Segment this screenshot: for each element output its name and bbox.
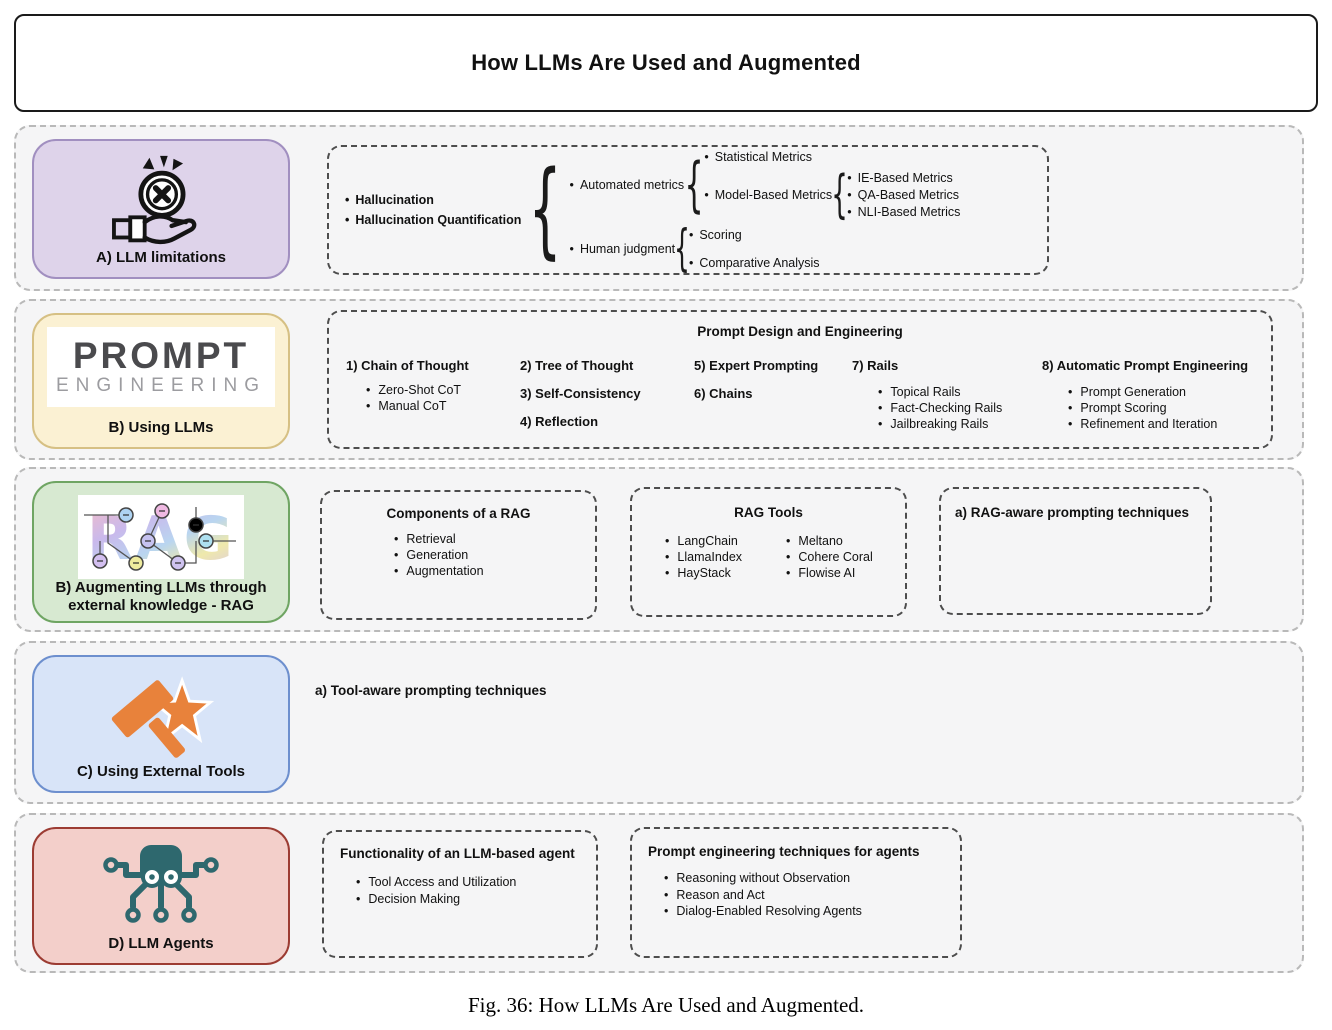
tree-item: QA-Based Metrics (847, 187, 960, 203)
tree-item: Hallucination Quantification (345, 212, 521, 228)
rag-logo-art: RAG (84, 503, 236, 574)
rails-column: 7) Rails Topical Rails Fact-Checking Rai… (852, 358, 1002, 432)
list-item: Reason and Act (664, 887, 960, 904)
hallucination-tree-box: Hallucination Hallucination Quantificati… (327, 145, 1049, 275)
list-item: Augmentation (394, 563, 595, 579)
logo-text-prompt: PROMPT (72, 335, 250, 376)
tree-item: Hallucination (345, 192, 521, 208)
box-title: Prompt engineering techniques for agents (648, 844, 920, 859)
rag-card: RAG B) Augmenting LLMs through external (32, 481, 290, 623)
prompt-engineering-logo: PROMPT ENGINEERING (47, 327, 275, 407)
box-title: Components of a RAG (386, 506, 531, 521)
brace-connector (831, 172, 848, 219)
tree-item: Statistical Metrics (704, 149, 960, 165)
prompt-design-box: Prompt Design and Engineering 1) Chain o… (327, 310, 1273, 449)
human-branch: Human judgment Scoring Comparative Analy… (570, 226, 961, 271)
section-using-llms: PROMPT ENGINEERING B) Using LLMs Prompt … (14, 299, 1304, 460)
tree-item: Comparative Analysis (689, 255, 819, 271)
expert-prompting-column: 5) Expert Prompting 6) Chains (694, 358, 818, 414)
agent-prompting-box: Prompt engineering techniques for agents… (630, 827, 962, 958)
tool-aware-note: a) Tool-aware prompting techniques (315, 683, 547, 698)
brace-connector (685, 158, 704, 212)
llm-agents-label: D) LLM Agents (108, 935, 214, 952)
model-based-branch: Model-Based Metrics IE-Based Metrics QA-… (704, 170, 961, 220)
section-llm-limitations: A) LLM limitations Hallucination Halluci… (14, 125, 1304, 291)
column-title: 2) Tree of Thought (520, 358, 634, 373)
list-item: Cohere Coral (786, 549, 872, 565)
list-item: Dialog-Enabled Resolving Agents (664, 903, 960, 920)
list-item: Fact-Checking Rails (878, 400, 1002, 416)
figure-title-box: How LLMs Are Used and Augmented (14, 14, 1318, 112)
list-item: Zero-Shot CoT (366, 382, 469, 398)
column-title: 8) Automatic Prompt Engineering (1042, 358, 1249, 373)
figure-title: How LLMs Are Used and Augmented (471, 50, 861, 75)
list-item: Decision Making (356, 891, 596, 908)
tree-item: Scoring (689, 227, 820, 243)
figure-caption: Fig. 36: How LLMs Are Used and Augmented… (467, 993, 865, 1017)
column-title: 3) Self-Consistency (520, 386, 641, 401)
list-item: LlamaIndex (665, 549, 742, 565)
root-bullets: Hallucination Hallucination Quantificati… (345, 192, 521, 228)
list-item: HayStack (665, 565, 742, 581)
prompt-design-title: Prompt Design and Engineering (697, 324, 903, 339)
automated-branch: Automated metrics Statistical Metrics Mo… (570, 149, 961, 220)
tree-item: Model-Based Metrics (704, 187, 832, 203)
brace-connector (529, 163, 562, 257)
external-tools-label: C) Using External Tools (76, 763, 246, 780)
rag-tools-box: RAG Tools LangChain LlamaIndex HayStack … (630, 487, 907, 617)
limitations-label: A) LLM limitations (96, 249, 226, 266)
list-item: Jailbreaking Rails (878, 416, 1002, 432)
column-title: 4) Reflection (520, 414, 599, 429)
using-llms-card: PROMPT ENGINEERING B) Using LLMs (32, 313, 290, 449)
tree-item: Human judgment (570, 241, 675, 257)
list-item: Reasoning without Observation (664, 870, 960, 887)
thought-methods-column: 2) Tree of Thought 3) Self-Consistency 4… (520, 358, 641, 442)
box-title: a) RAG-aware prompting techniques (955, 505, 1190, 520)
column-title: 6) Chains (694, 386, 753, 401)
tree-item: IE-Based Metrics (847, 170, 960, 186)
list-item: Prompt Generation (1068, 384, 1248, 400)
chain-of-thought-column: 1) Chain of Thought Zero-Shot CoT Manual… (346, 358, 469, 414)
section-llm-agents: D) LLM Agents Functionality of an LLM-ba… (14, 813, 1304, 973)
list-item: Flowise AI (786, 565, 873, 581)
section-external-tools: C) Using External Tools a) Tool-aware pr… (14, 641, 1304, 804)
external-tools-card: C) Using External Tools (32, 655, 290, 793)
limitations-card: A) LLM limitations (32, 139, 290, 279)
list-item: Tool Access and Utilization (356, 874, 596, 891)
column-title: 1) Chain of Thought (346, 358, 469, 373)
list-item: LangChain (665, 533, 742, 549)
llm-agents-card: D) LLM Agents (32, 827, 290, 965)
box-title: Functionality of an LLM-based agent (340, 846, 575, 861)
branches: Automated metrics Statistical Metrics Mo… (570, 149, 961, 271)
hallucination-tree: Hallucination Hallucination Quantificati… (329, 147, 1047, 273)
column-title: 7) Rails (852, 358, 899, 373)
hammer-star-icon (111, 676, 215, 758)
section-rag: RAG B) Augmenting LLMs through external (14, 467, 1304, 632)
list-item: Prompt Scoring (1068, 400, 1248, 416)
list-item: Manual CoT (366, 398, 469, 414)
column-title: 5) Expert Prompting (694, 358, 819, 373)
logo-text-engineering: ENGINEERING (55, 375, 267, 396)
brace-connector (674, 226, 690, 271)
rag-label: B) Augmenting LLMs through external know… (55, 579, 267, 614)
auto-prompt-column: 8) Automatic Prompt Engineering Prompt G… (1042, 358, 1248, 432)
list-item: Meltano (786, 533, 873, 549)
octopus-agent-icon (103, 845, 219, 923)
agent-functionality-box: Functionality of an LLM-based agent Tool… (322, 830, 598, 958)
list-item: Generation (394, 547, 595, 563)
tree-item: NLI-Based Metrics (847, 204, 961, 220)
list-item: Topical Rails (878, 384, 1002, 400)
error-in-hand-icon (112, 155, 197, 245)
list-item: Refinement and Iteration (1068, 416, 1248, 432)
list-item: Retrieval (394, 531, 595, 547)
rag-prompting-box: a) RAG-aware prompting techniques (939, 487, 1212, 615)
tree-item: Automated metrics (570, 177, 684, 193)
rag-logo: RAG (78, 495, 244, 579)
using-llms-label: B) Using LLMs (108, 419, 214, 436)
box-title: RAG Tools (734, 505, 803, 520)
rag-components-box: Components of a RAG Retrieval Generation… (320, 490, 597, 620)
